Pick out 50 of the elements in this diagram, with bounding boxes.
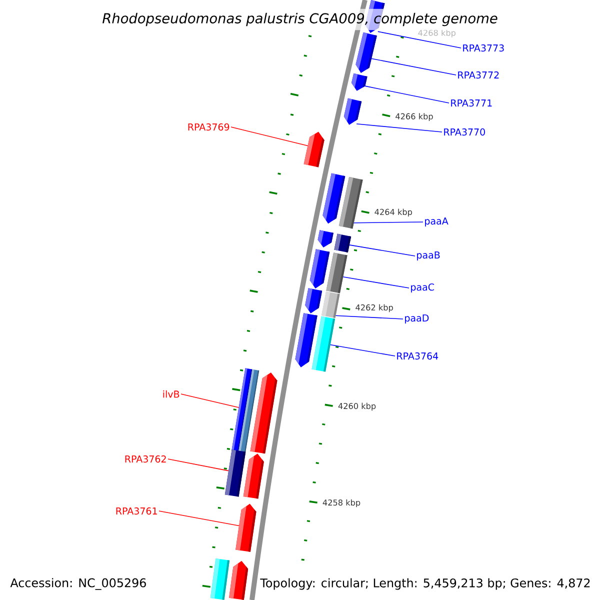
title: Rhodopseudomonas palustris CGA009, complete genome <box>100 8 500 30</box>
gene-label: RPA3772 <box>458 71 499 79</box>
gene-label: RPA3762 <box>125 455 166 463</box>
gene-feature <box>304 132 324 168</box>
gene-feature <box>305 288 322 314</box>
tick-label: 4262 kbp <box>356 304 393 312</box>
gene-label: RPA3771 <box>451 99 492 107</box>
gene-label: RPA3764 <box>397 352 438 360</box>
leader-line <box>168 458 229 472</box>
leader-line <box>378 31 462 48</box>
gene-label: ilvB <box>163 390 180 398</box>
gene-block <box>334 234 352 252</box>
leader-line <box>335 315 404 320</box>
tick-label: 4260 kbp <box>338 402 376 411</box>
gene-block <box>326 252 348 294</box>
footer-text: Topology: circular; Length: 5,459,213 bp; Genes: 4,872 <box>260 578 590 590</box>
leader-line <box>342 276 410 288</box>
gene-label: RPA3769 <box>188 123 230 131</box>
gene-feature <box>236 504 256 552</box>
gene-block <box>322 291 340 318</box>
gene-feature <box>318 230 334 248</box>
tick-label: 4266 kbp <box>396 113 433 121</box>
gene-block <box>338 176 363 229</box>
gene-label: paaD <box>405 314 429 324</box>
gene-feature <box>229 560 248 600</box>
leader-line <box>364 86 450 104</box>
gene-block <box>224 450 246 497</box>
leader-line <box>230 126 308 146</box>
gene-label: RPA3770 <box>444 128 485 136</box>
gene-feature <box>243 454 264 499</box>
gene-label: RPA3773 <box>463 44 504 52</box>
tick-label: 4264 kbp <box>374 208 412 217</box>
gene-label: paaC <box>411 283 434 292</box>
gene-block <box>312 316 336 372</box>
tick-label: 4268 kbp <box>418 30 456 38</box>
leader-line <box>158 510 240 526</box>
leader-line <box>180 394 240 408</box>
leader-line <box>349 244 416 256</box>
gene-label: paaB <box>417 252 440 260</box>
leader-line <box>353 222 424 224</box>
tick-label: 4258 kbp <box>322 499 360 508</box>
gene-label: paaA <box>425 218 448 226</box>
leader-line <box>356 123 442 132</box>
footer-text: Accession: NC_005296 <box>10 578 146 590</box>
gene-label: RPA3761 <box>116 507 157 515</box>
gene-block <box>210 558 230 600</box>
gene-feature <box>344 98 362 125</box>
gene-feature <box>351 73 368 91</box>
leader-line <box>330 344 396 356</box>
leader-line <box>371 58 456 76</box>
